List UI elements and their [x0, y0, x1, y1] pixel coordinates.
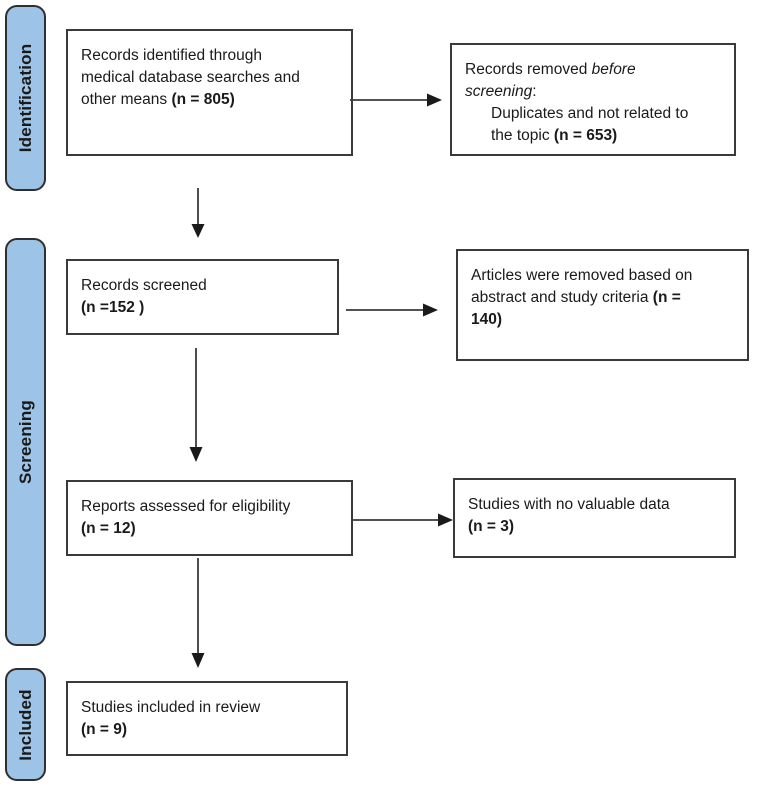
stage-label-screening: Screening [15, 400, 35, 484]
box-records-removed-count: (n = 653) [553, 127, 618, 144]
arrow-down-screened-to-eligible-icon [188, 348, 204, 462]
box-records-removed-line2-italic: screening [465, 83, 533, 100]
stage-bar-included: Included [5, 668, 46, 781]
box-studies-no-valuable-data: Studies with no valuable data (n = 3) [453, 478, 736, 558]
box-records-identified-line3: other means (n = 805) [81, 89, 338, 111]
box-records-removed-line2-colon: : [532, 83, 537, 100]
stage-bar-screening: Screening [5, 238, 46, 646]
box-records-screened-line1: Records screened [81, 277, 207, 294]
box-records-removed-line1-italic: before [591, 61, 636, 78]
box-articles-removed-count-part2: 140) [471, 311, 503, 328]
box-studies-no-valuable-data-line1: Studies with no valuable data [468, 496, 670, 513]
box-articles-removed-line2: abstract and study criteria (n = [471, 287, 734, 309]
box-articles-removed-count-part1: (n = [652, 289, 681, 306]
box-records-identified-line3-text: other means [81, 91, 172, 108]
arrow-right-eligible-to-novalue-icon [351, 512, 453, 528]
box-studies-included-count: (n = 9) [81, 721, 128, 738]
box-records-screened-count: (n =152 ) [81, 299, 145, 316]
box-studies-included: Studies included in review (n = 9) [66, 681, 348, 756]
arrow-down-identified-to-screened-icon [190, 188, 206, 238]
box-studies-no-valuable-data-count: (n = 3) [468, 518, 515, 535]
box-records-removed-line3: Duplicates and not related to [491, 105, 689, 122]
box-records-removed-line2: screening: [465, 81, 721, 103]
box-articles-removed-line2-text: abstract and study criteria [471, 289, 653, 306]
box-records-identified-count: (n = 805) [171, 91, 235, 108]
stage-label-included: Included [15, 688, 35, 761]
box-studies-included-line1: Studies included in review [81, 699, 261, 716]
box-reports-assessed-line1: Reports assessed for eligibility [81, 498, 291, 515]
box-reports-assessed: Reports assessed for eligibility (n = 12… [66, 480, 353, 556]
stage-label-identification: Identification [15, 43, 35, 153]
box-records-identified: Records identified through medical datab… [66, 29, 353, 156]
box-articles-removed: Articles were removed based on abstract … [456, 249, 749, 361]
box-records-screened: Records screened (n =152 ) [66, 259, 339, 335]
arrow-down-eligible-to-included-icon [190, 558, 206, 668]
box-records-identified-line1: Records identified through [81, 47, 262, 64]
box-reports-assessed-count: (n = 12) [81, 520, 136, 537]
box-records-removed-line1-text: Records removed [465, 61, 592, 78]
arrow-right-identified-to-removed-icon [350, 92, 442, 108]
stage-bar-identification: Identification [5, 5, 46, 191]
box-articles-removed-line1: Articles were removed based on [471, 267, 693, 284]
arrow-right-screened-to-excluded-icon [346, 302, 438, 318]
box-records-removed-line1: Records removed before [465, 59, 721, 81]
box-records-identified-line2: medical database searches and [81, 69, 300, 86]
box-records-removed-line4: the topic (n = 653) [465, 125, 721, 147]
box-records-removed: Records removed before screening: Duplic… [450, 43, 736, 156]
box-records-removed-line4-text: the topic [491, 127, 554, 144]
